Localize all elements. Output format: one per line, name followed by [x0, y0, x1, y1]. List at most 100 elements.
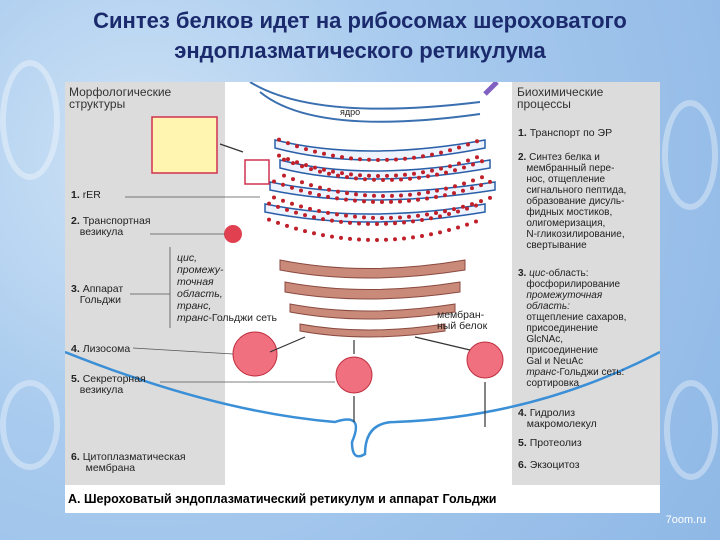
ribosome-dot [429, 232, 433, 237]
ribosome-dot [281, 198, 285, 203]
ribosome-dot [300, 164, 304, 169]
nucleus-envelope [249, 82, 481, 110]
ribosome-dot [380, 215, 384, 220]
ribosome-dot [272, 195, 276, 200]
process-item: 2. Синтез белка и мембранный пере- нос, … [518, 152, 627, 251]
ribosome-dot [367, 173, 371, 178]
ribosome-dot [457, 161, 461, 166]
ribosome-dot [294, 210, 298, 215]
structure-item: 5. Секреторная везикула [71, 373, 146, 396]
bubble-decoration [0, 380, 60, 470]
ribosome-dot [326, 194, 330, 199]
ribosome-dot [321, 217, 325, 222]
ribosome-dot [340, 155, 344, 160]
ribosome-dot [474, 203, 478, 208]
ribosome-dot [417, 175, 421, 180]
ribosome-dot [340, 171, 344, 176]
ribosome-dot [453, 184, 457, 189]
ribosome-dot [336, 189, 340, 194]
ribosome-dot [277, 137, 281, 142]
structure-item: 3. Аппарат Гольджи [71, 283, 124, 306]
ribosome-dot [308, 206, 312, 211]
ribosome-dot [267, 201, 271, 206]
ribosome-dot [385, 173, 389, 178]
ribosome-dot [354, 192, 358, 197]
ribosome-dot [285, 223, 289, 228]
ribosome-dot [304, 147, 308, 152]
ribosome-dot [421, 154, 425, 159]
ribosome-dot [339, 219, 343, 224]
ribosome-dot [380, 199, 384, 204]
ribosome-dot [393, 237, 397, 242]
golgi-stack [279, 259, 466, 338]
ribosome-dot [290, 185, 294, 190]
ribosome-dot [331, 153, 335, 158]
ribosome-dot [318, 169, 322, 174]
ribosome-dot [429, 216, 433, 221]
ribosome-dot [416, 197, 420, 202]
ribosome-dot [394, 157, 398, 162]
ribosome-dot [479, 199, 483, 204]
ribosome-dot [372, 177, 376, 182]
bubble-decoration [664, 380, 718, 480]
ribosome-dot [417, 191, 421, 196]
ribosome-dot [385, 157, 389, 162]
ribosome-dot [295, 160, 299, 165]
ribosome-dot [448, 148, 452, 153]
ribosome-dot [430, 152, 434, 157]
ribosome-dot [363, 193, 367, 198]
ribosome-dot [367, 157, 371, 162]
ribosome-dot [389, 215, 393, 220]
ribosome-dot [399, 193, 403, 198]
ribosomes [267, 137, 492, 242]
ribosome-dot [357, 237, 361, 242]
ribosome-dot [462, 165, 466, 170]
ribosome-dot [393, 221, 397, 226]
ribosome-dot [439, 166, 443, 171]
ribosome-dot [448, 164, 452, 169]
ribosome-dot [353, 198, 357, 203]
ribosome-dot [366, 237, 370, 242]
ribosome-dot [480, 159, 484, 164]
ribosome-dot [439, 150, 443, 155]
ribosome-dot [362, 199, 366, 204]
ribosome-dot [453, 168, 457, 173]
ribosome-dot [303, 213, 307, 218]
ribosome-dot [461, 188, 465, 193]
transport-vesicle [224, 225, 242, 243]
ribosome-dot [308, 190, 312, 195]
ribosome-dot [420, 233, 424, 238]
ribosome-dot [425, 212, 429, 217]
ribosome-dot [398, 215, 402, 220]
ribosome-dot [443, 209, 447, 214]
process-item: 6. Экзоцитоз [518, 459, 580, 471]
diagram-figure: Морфологические структуры 1. rER 2. Тран… [65, 82, 660, 513]
ribosome-dot [390, 193, 394, 198]
ribosome-dot [327, 171, 331, 176]
ribosome-dot [399, 177, 403, 182]
ribosome-dot [384, 237, 388, 242]
ribosome-dot [408, 192, 412, 197]
ribosome-dot [402, 236, 406, 241]
ribosome-dot [411, 235, 415, 240]
ribosome-dot [353, 214, 357, 219]
ribosome-dot [330, 234, 334, 239]
ribosome-dot [354, 176, 358, 181]
ribosome-dot [438, 214, 442, 219]
ribosome-dot [322, 167, 326, 172]
ribosome-dot [381, 177, 385, 182]
ribosome-dot [398, 199, 402, 204]
ribosome-dot [384, 221, 388, 226]
structure-item: 2. Транспортная везикула [71, 215, 151, 238]
ribosome-dot [277, 153, 281, 158]
ribosome-dot [434, 211, 438, 216]
ribosome-dot [452, 191, 456, 196]
ribosome-dot [479, 183, 483, 188]
ribosome-dot [286, 157, 290, 162]
ribosome-dot [330, 218, 334, 223]
ribosome-dot [394, 173, 398, 178]
ribosome-dot [480, 175, 484, 180]
ribosome-dot [408, 176, 412, 181]
ribosome-dot [300, 180, 304, 185]
nucleus-envelope [259, 91, 481, 123]
